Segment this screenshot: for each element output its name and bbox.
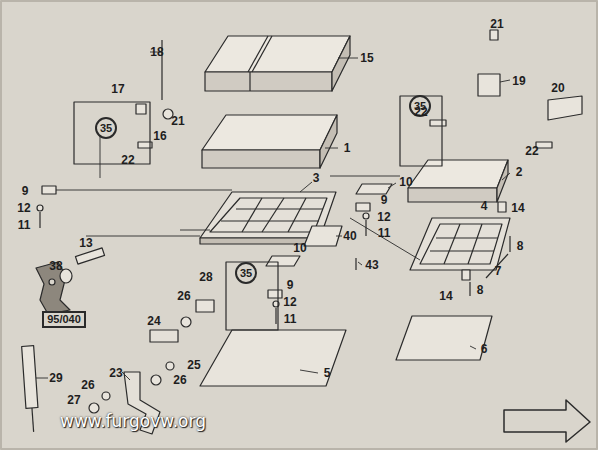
callout-number: 15 [359,51,374,65]
callout-circle: 35 [95,117,117,139]
side-plate [396,316,492,360]
callout-number: 16 [152,129,167,143]
callout-number: 9 [380,193,389,207]
base-plate [200,330,346,386]
callout-number: 18 [149,45,164,59]
callout-number: 2 [515,165,524,179]
seat-cushion [202,115,337,168]
callout-number: 13 [78,236,93,250]
part-number-box: 95/040 [42,311,86,328]
callout-number: 8 [476,283,485,297]
callout-number: 14 [438,289,453,303]
callout-number: 20 [550,81,565,95]
callout-number: 27 [66,393,81,407]
callout-number: 10 [398,175,413,189]
callout-number: 10 [292,241,307,255]
callout-number: 9 [21,184,30,198]
callout-number: 9 [286,278,295,292]
callout-number: 26 [176,289,191,303]
callout-number: 21 [489,17,504,31]
callout-number: 23 [108,366,123,380]
callout-number: 35 [240,268,252,279]
backrest-cushion [205,36,350,91]
tube [22,346,40,433]
group-frame [400,96,442,166]
group-frame [226,262,278,330]
callout-number: 5 [323,366,332,380]
leader-lines [36,52,510,380]
fasteners [37,30,582,413]
hinge-plate [266,256,300,266]
callout-number: 4 [480,199,489,213]
clip [150,330,178,342]
callout-number: 35 [100,123,112,134]
callout-number: 24 [146,314,161,328]
callout-number: 11 [377,226,392,240]
callout-number: 19 [511,74,526,88]
callout-number: 38 [48,259,63,273]
callout-number: 22 [120,153,135,167]
callout-number: 21 [170,114,185,128]
callout-number: 3 [312,171,321,185]
callout-number: 17 [110,82,125,96]
callout-number: 14 [510,201,525,215]
callout-number: 12 [282,295,297,309]
callout-number: 11 [283,312,298,326]
callout-number: 25 [186,358,201,372]
callout-number: 8 [516,239,525,253]
callout-number: 26 [172,373,187,387]
small-plate [304,226,342,246]
callout-number: 29 [48,371,63,385]
pin [75,248,104,264]
callout-number: 7 [494,264,503,278]
callout-number: 1 [343,141,352,155]
callout-number: 12 [16,201,31,215]
callout-number: 95/040 [47,314,81,325]
callout-number: 12 [376,210,391,224]
hinge-plate [356,184,392,194]
direction-arrow [504,400,590,442]
callout-number: 22 [413,105,428,119]
callout-number: 40 [342,229,357,243]
callout-number: 6 [480,342,489,356]
callout-number: 22 [524,144,539,158]
group-frame [74,102,150,164]
callout-number: 11 [17,218,32,232]
watermark: www.furgovw.org [59,412,207,431]
callout-number: 26 [80,378,95,392]
callout-circle: 35 [235,262,257,284]
callout-number: 43 [364,258,379,272]
callout-number: 28 [198,270,213,284]
side-frame [410,218,510,270]
